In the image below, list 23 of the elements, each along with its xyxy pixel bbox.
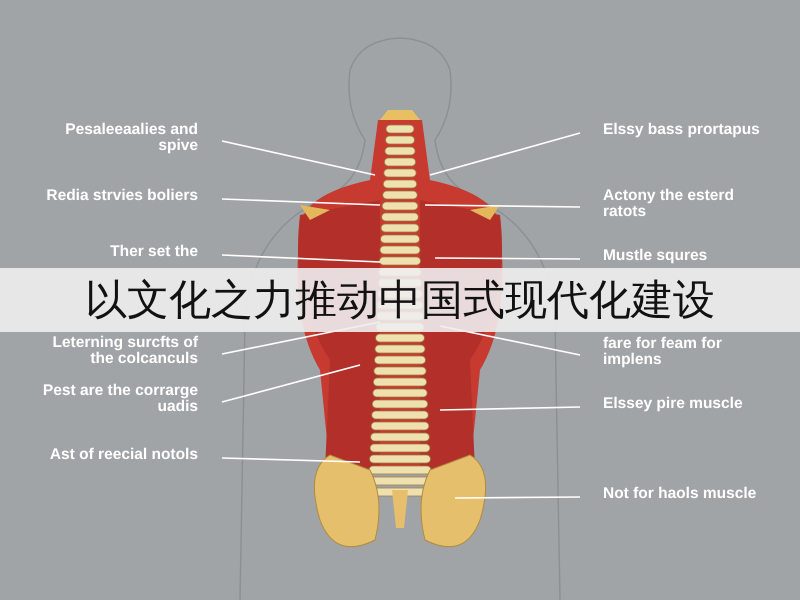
leader-line [440, 406, 580, 411]
callout-label: Mustle squres [603, 248, 763, 264]
callout-label: Redia strvies boliers [38, 188, 198, 204]
leader-line [455, 496, 580, 499]
leader-line [435, 257, 580, 260]
leader-line [222, 364, 360, 403]
callout-label: Ast of reecial notols [38, 447, 198, 463]
callout-label: Pest are the corrarge uadis [38, 383, 198, 415]
callout-label: Not for haols muscle [603, 486, 763, 502]
leader-line [222, 198, 380, 206]
leader-line [222, 140, 376, 176]
callout-label: Pesaleeaalies and spive [38, 122, 198, 154]
leader-line [222, 254, 380, 263]
leader-line [430, 132, 580, 176]
leader-line [222, 457, 360, 463]
callout-label: Leterning surcfts of the colcanculs [38, 335, 198, 367]
callout-label: Ther set the [38, 244, 198, 260]
callout-label: Elssey pire muscle [603, 396, 763, 412]
callout-label: fare for feam for implens [603, 336, 763, 368]
leader-line [425, 204, 580, 208]
title: 以文化之力推动中国式现代化建设 [85, 274, 715, 326]
callout-label: Elssy bass prortapus [603, 122, 763, 138]
callout-label: Actony the esterd ratots [603, 188, 763, 220]
